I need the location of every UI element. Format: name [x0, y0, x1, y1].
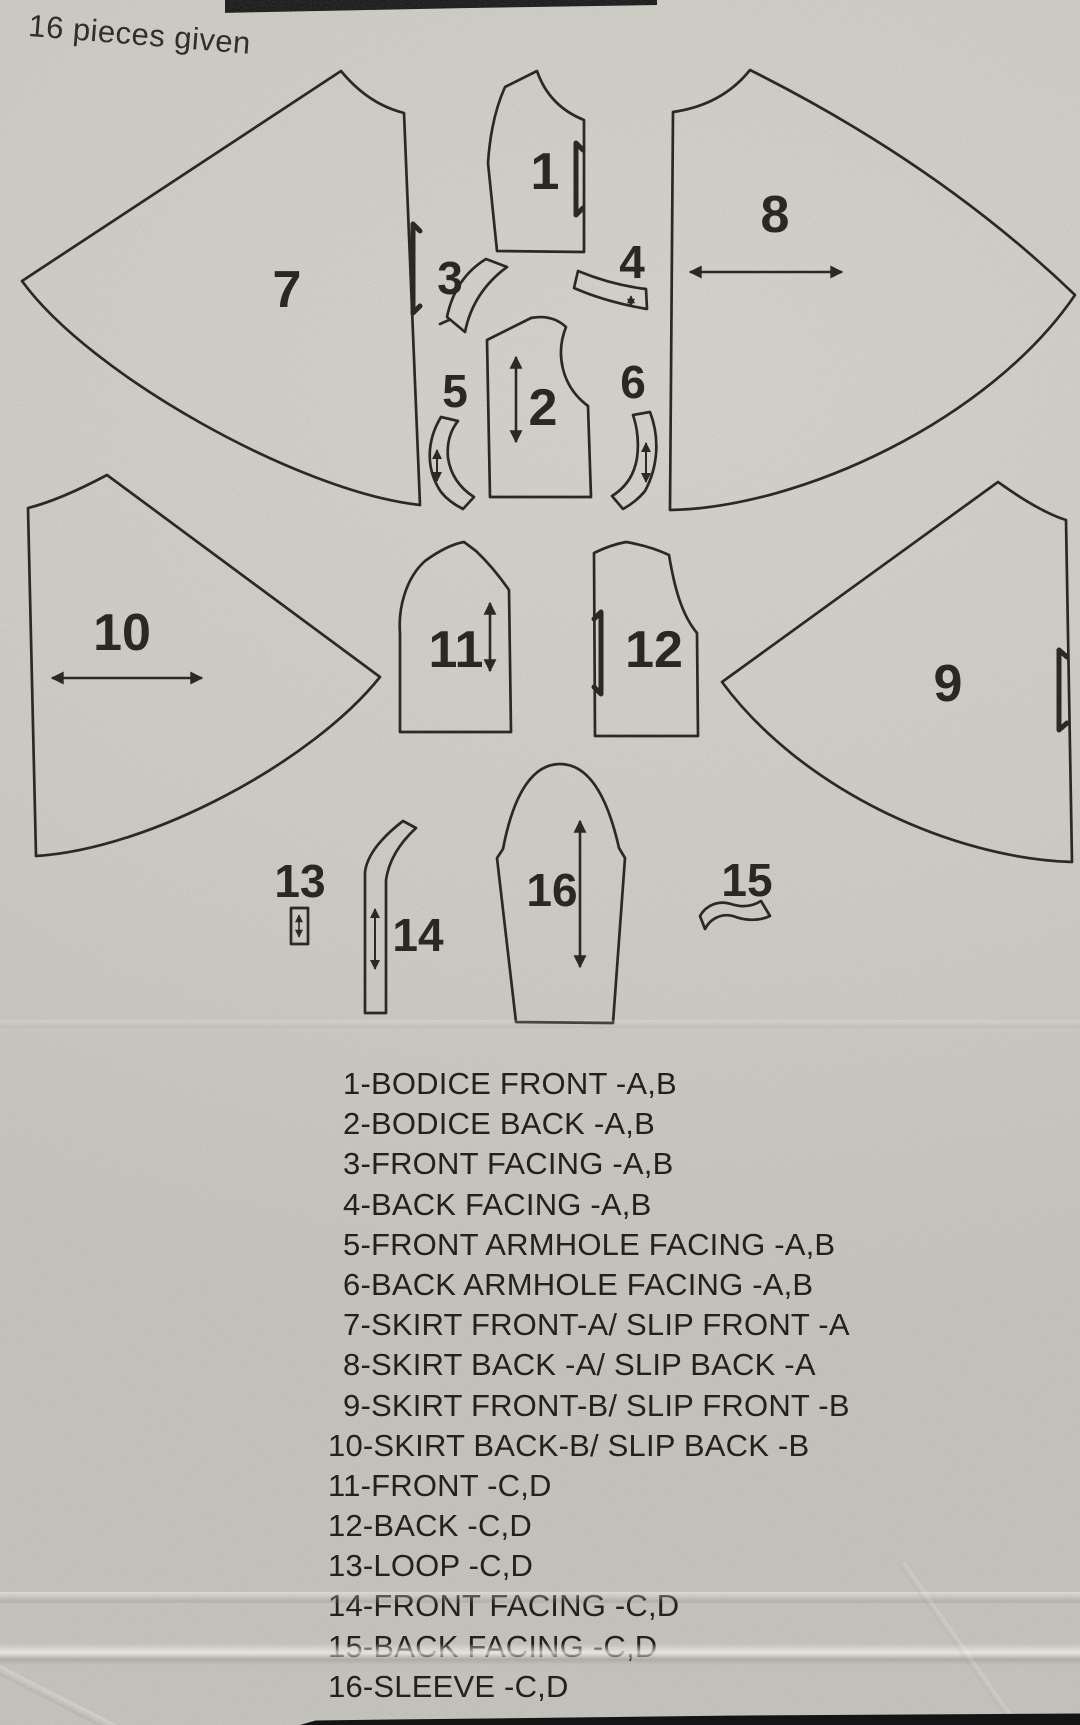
piece-14-outline — [363, 819, 418, 1015]
legend-item-2: 2-BODICE BACK -A,B — [343, 1106, 655, 1142]
legend-item-14: 14-FRONT FACING -C,D — [328, 1588, 680, 1624]
fold-bracket — [573, 140, 586, 218]
legend-item-8: 8-SKIRT BACK -A/ SLIP BACK -A — [343, 1347, 816, 1383]
pattern-piece-2: 2 — [485, 315, 593, 499]
photo-edge-bottom — [300, 1713, 1080, 1725]
piece-8-outline — [668, 68, 1077, 512]
pattern-piece-14: 14 — [363, 819, 444, 1015]
piece-12-outline — [592, 540, 700, 738]
pattern-piece-8: 8 — [668, 68, 1077, 512]
piece-3-outline — [445, 257, 509, 334]
piece-14-number: 14 — [392, 909, 444, 961]
piece-13-outline — [289, 906, 310, 946]
piece-9-outline — [720, 480, 1074, 864]
legend-item-16: 16-SLEEVE -C,D — [328, 1668, 569, 1704]
pattern-piece-11: 11 — [398, 540, 513, 734]
legend-item-3: 3-FRONT FACING -A,B — [343, 1146, 674, 1182]
piece-13-number: 13 — [274, 855, 325, 907]
legend-item-10: 10-SKIRT BACK-B/ SLIP BACK -B — [328, 1427, 810, 1463]
piece-15-outline — [698, 899, 772, 931]
piece-16-number: 16 — [526, 864, 577, 916]
fold-bracket — [410, 221, 423, 316]
legend-item-11: 11-FRONT -C,D — [328, 1467, 552, 1503]
piece-15-number: 15 — [721, 854, 772, 906]
pattern-piece-13: 13 — [274, 855, 326, 946]
pattern-piece-5: 5 — [428, 365, 476, 511]
pattern-piece-7: 7 — [20, 69, 423, 507]
legend-item-1: 1-BODICE FRONT -A,B — [343, 1066, 677, 1101]
piece-16-outline — [495, 762, 627, 1025]
pattern-piece-12: 12 — [591, 540, 700, 738]
piece-6-outline — [610, 410, 658, 511]
piece-1-outline — [486, 69, 586, 254]
piece-9-number: 9 — [934, 655, 963, 713]
pattern-piece-3: 3 — [437, 252, 509, 334]
piece-5-number: 5 — [442, 365, 468, 417]
piece-2-number: 2 — [529, 379, 558, 437]
legend-item-5: 5-FRONT ARMHOLE FACING -A,B — [343, 1226, 836, 1262]
piece-11-outline — [398, 540, 513, 734]
piece-10-outline — [26, 473, 382, 858]
legend-item-15: 15-BACK FACING -C,D — [328, 1628, 658, 1664]
pattern-piece-4: 4 — [572, 236, 649, 311]
pattern-piece-10: 10 — [26, 473, 382, 858]
pattern-piece-6: 6 — [610, 356, 658, 511]
piece-11-number: 11 — [429, 621, 484, 679]
piece-2-outline — [485, 315, 593, 499]
legend-item-12: 12-BACK -C,D — [328, 1508, 532, 1544]
pieces-legend: 1-BODICE FRONT -A,B 2-BODICE BACK -A,B 3… — [328, 1064, 850, 1707]
piece-4-number: 4 — [619, 236, 645, 288]
piece-4-outline — [572, 269, 649, 311]
piece-1-number: 1 — [531, 143, 560, 201]
legend-item-6: 6-BACK ARMHOLE FACING -A,B — [343, 1266, 814, 1302]
piece-3-number: 3 — [437, 252, 463, 304]
legend-item-9: 9-SKIRT FRONT-B/ SLIP FRONT -B — [343, 1387, 850, 1423]
legend-item-7: 7-SKIRT FRONT-A/ SLIP FRONT -A — [343, 1307, 850, 1343]
piece-5-outline — [428, 415, 476, 511]
legend-item-13: 13-LOOP -C,D — [328, 1548, 534, 1584]
piece-6-number: 6 — [620, 356, 646, 408]
legend-item-4: 4-BACK FACING -A,B — [343, 1186, 652, 1222]
pattern-piece-1: 1 — [486, 69, 586, 254]
fold-bracket — [591, 609, 604, 697]
pattern-piece-16: 16 — [495, 762, 627, 1025]
fold-bracket — [1056, 647, 1070, 733]
pattern-piece-9: 9 — [720, 480, 1074, 864]
piece-7-number: 7 — [273, 261, 302, 319]
piece-10-number: 10 — [93, 604, 151, 662]
piece-8-number: 8 — [761, 186, 790, 244]
piece-7-outline — [20, 69, 422, 507]
piece-12-number: 12 — [625, 621, 683, 679]
pattern-piece-15: 15 — [698, 854, 773, 931]
notch-mark — [438, 318, 451, 326]
